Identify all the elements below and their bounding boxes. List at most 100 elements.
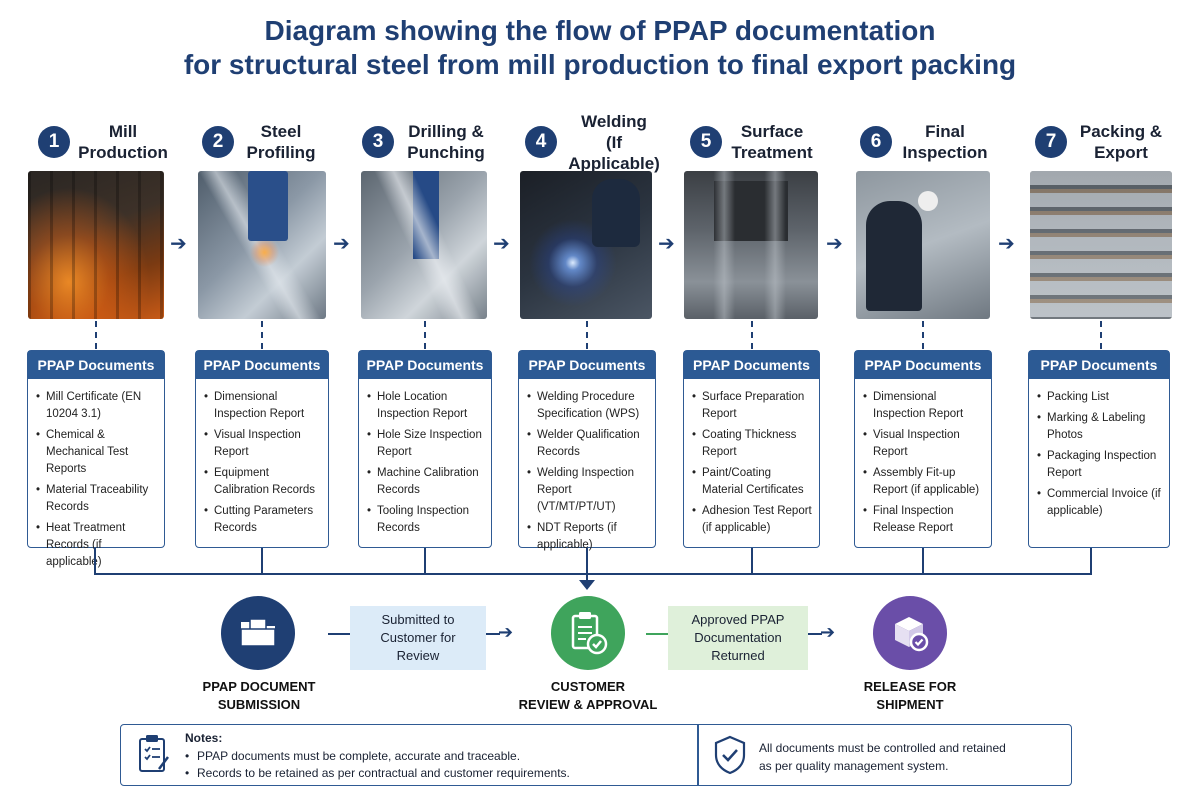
flow-arrow-5: ➔ [826,233,843,255]
doc-item: Dimensional Inspection Report [204,389,322,423]
step-3-number: 3 [362,126,394,158]
doc-item: Hole Location Inspection Report [367,389,485,423]
step-2-title: Steel Profiling [246,122,316,162]
doc-item: NDT Reports (if applicable) [527,520,649,554]
drilling-punching-photo [361,171,487,319]
notes-right-text: All documents must be controlled and ret… [759,741,1006,773]
doc-item: Coating Thickness Report [692,427,813,461]
bus-drop-7 [1090,548,1092,574]
doc-item: Surface Preparation Report [692,389,813,423]
doc-item: Assembly Fit-up Report (if applicable) [863,465,985,499]
approved-box: Approved PPAP Documentation Returned [668,606,808,670]
notes-divider [697,725,699,785]
doc-item: Mill Certificate (EN 10204 3.1) [36,389,158,423]
shield-check-icon [714,735,746,775]
flow-line-3 [646,633,668,635]
docbox-header: PPAP Documents [855,351,991,379]
doc-item: Welding Inspection Report (VT/MT/PT/UT) [527,465,649,516]
step-1-number: 1 [38,126,70,158]
connector-5 [751,321,753,349]
submission-label: PPAP DOCUMENT SUBMISSION [202,679,316,712]
step-3-title: Drilling & Punching [407,122,485,162]
step-4-number: 4 [525,126,557,158]
docbox-packing-export: PPAP Documents Packing List Marking & La… [1028,350,1170,548]
docbox-header: PPAP Documents [519,351,655,379]
review-label: CUSTOMER REVIEW & APPROVAL [518,679,658,712]
docbox-steel-profiling: PPAP Documents Dimensional Inspection Re… [195,350,329,548]
flow-line-1 [328,633,350,635]
doc-item: Equipment Calibration Records [204,465,322,499]
doc-item: Welder Qualification Records [527,427,649,461]
folder-icon [240,618,276,647]
bus-drop-1 [94,548,96,574]
doc-item: Material Traceability Records [36,482,158,516]
notes-title: Notes: [185,731,223,745]
flow-arrow-4: ➔ [658,233,675,255]
packing-export-photo [1030,171,1172,319]
doc-item: Dimensional Inspection Report [863,389,985,423]
doc-item: Cutting Parameters Records [204,503,322,537]
doc-item: Packing List [1037,389,1163,406]
final-inspection-photo [856,171,990,319]
step-7-header: 7 Packing & Export [1035,116,1167,168]
doc-item: Hole Size Inspection Report [367,427,485,461]
review-circle [551,596,625,670]
step-7-number: 7 [1035,126,1067,158]
mill-production-photo [28,171,164,319]
doc-item: Tooling Inspection Records [367,503,485,537]
docbox-header: PPAP Documents [684,351,819,379]
flow-arrow-6: ➔ [998,233,1015,255]
doc-item: Adhesion Test Report (if applicable) [692,503,813,537]
clipboard-check-icon [571,612,608,655]
docbox-surface-treatment: PPAP Documents Surface Preparation Repor… [683,350,820,548]
flow-arrow-7: ➔ [498,622,514,642]
package-check-icon [895,617,929,652]
submitted-box: Submitted to Customer for Review [350,606,486,670]
step-4-title: Welding (If Applicable) [568,111,660,173]
notes-panel: Notes: PPAP documents must be complete, … [120,724,1072,786]
step-6-number: 6 [860,126,892,158]
bus-drop-2 [261,548,263,574]
connector-1 [95,321,97,349]
doc-item: Packaging Inspection Report [1037,448,1163,482]
bus-drop-3 [424,548,426,574]
submission-circle [221,596,295,670]
docbox-header: PPAP Documents [196,351,328,379]
connector-6 [922,321,924,349]
flow-line-2 [486,633,500,635]
surface-treatment-photo [684,171,818,319]
step-1-title: Mill Production [78,122,168,162]
connector-3 [424,321,426,349]
step-7-title: Packing & Export [1079,122,1163,162]
bus-drop-6 [922,548,924,574]
step-6-title: Final Inspection [902,122,988,162]
flow-line-4 [808,633,822,635]
step-5-number: 5 [690,126,722,158]
title-line-2: for structural steel from mill productio… [183,49,1017,80]
docbox-header: PPAP Documents [359,351,491,379]
connector-7 [1100,321,1102,349]
step-2-header: 2 Steel Profiling [202,116,320,168]
doc-item: Welding Procedure Specification (WPS) [527,389,649,423]
note-item: Records to be retained as per contractua… [185,765,570,782]
docbox-header: PPAP Documents [28,351,164,379]
title-line-1: Diagram showing the flow of PPAP documen… [264,15,936,46]
bus-drop-4 [586,548,588,574]
flow-arrow-1: ➔ [170,233,187,255]
flow-arrow-8: ➔ [820,622,836,642]
collector-down-arrow [579,580,595,590]
docbox-welding: PPAP Documents Welding Procedure Specifi… [518,350,656,551]
doc-item: Marking & Labeling Photos [1037,410,1163,444]
connector-2 [261,321,263,349]
doc-item: Visual Inspection Report [863,427,985,461]
doc-item: Visual Inspection Report [204,427,322,461]
flow-arrow-2: ➔ [333,233,350,255]
step-6-header: 6 Final Inspection [860,116,990,168]
step-5-title: Surface Treatment [731,122,813,162]
diagram-title: Diagram showing the flow of PPAP documen… [0,14,1200,82]
step-3-header: 3 Drilling & Punching [362,116,490,168]
release-circle [873,596,947,670]
doc-item: Paint/Coating Material Certificates [692,465,813,499]
release-label: RELEASE FOR SHIPMENT [863,679,957,712]
collector-line [94,573,1092,575]
